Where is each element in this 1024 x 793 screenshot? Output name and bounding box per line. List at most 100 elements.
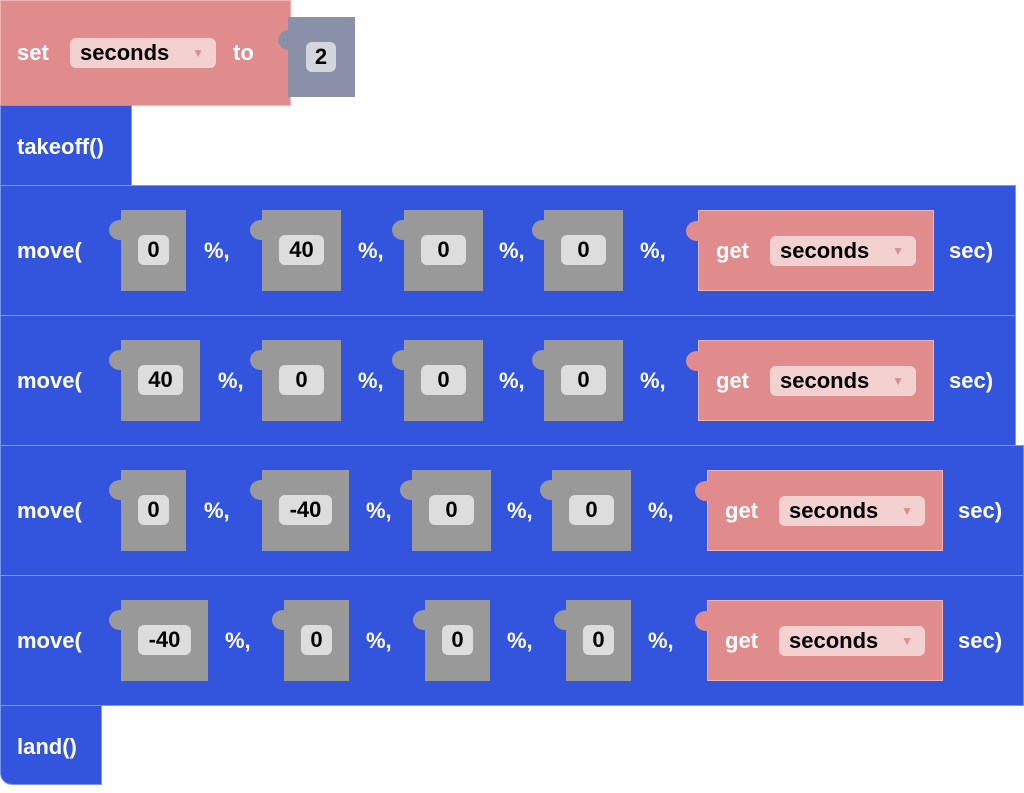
get-variable-block[interactable]: get seconds ▼ xyxy=(695,470,943,551)
percent-label: %, xyxy=(204,238,230,263)
variable-name: seconds xyxy=(780,368,870,393)
number-field[interactable]: 0 xyxy=(569,495,614,525)
number-arg-block[interactable]: 0 xyxy=(109,210,186,291)
dropdown-arrow-icon: ▼ xyxy=(192,46,204,60)
connector-tab xyxy=(532,350,554,370)
value-connector-tab xyxy=(278,30,300,50)
percent-label: %, xyxy=(648,628,674,653)
variable-name: seconds xyxy=(780,238,870,263)
get-label: get xyxy=(716,368,749,393)
number-arg-block[interactable]: 40 xyxy=(109,340,200,421)
percent-label: %, xyxy=(358,368,384,393)
connector-tab xyxy=(686,221,708,241)
percent-label: %, xyxy=(499,238,525,263)
percent-label: %, xyxy=(507,498,533,523)
number-arg-block[interactable]: -40 xyxy=(250,470,349,551)
variable-name: seconds xyxy=(789,628,879,653)
number-arg-block[interactable]: 0 xyxy=(554,600,631,681)
percent-label: %, xyxy=(507,628,533,653)
number-arg-block[interactable]: 0 xyxy=(532,340,623,421)
number-field[interactable]: -40 xyxy=(279,495,332,525)
move-label: move( xyxy=(17,628,82,653)
number-arg-block[interactable]: 0 xyxy=(109,470,186,551)
land-block[interactable]: land() xyxy=(0,705,102,785)
variable-dropdown[interactable]: seconds ▼ xyxy=(70,38,216,68)
percent-label: %, xyxy=(640,238,666,263)
connector-tab xyxy=(695,611,717,631)
connector-tab xyxy=(250,220,272,240)
variable-dropdown[interactable]: seconds ▼ xyxy=(770,236,916,266)
get-variable-block[interactable]: get seconds ▼ xyxy=(686,340,934,421)
connector-tab xyxy=(109,350,131,370)
number-arg-block[interactable]: 0 xyxy=(413,600,490,681)
variable-dropdown[interactable]: seconds ▼ xyxy=(770,366,916,396)
connector-tab xyxy=(400,480,422,500)
variable-dropdown[interactable]: seconds ▼ xyxy=(779,496,925,526)
dropdown-arrow-icon: ▼ xyxy=(901,504,913,518)
number-field[interactable]: 2 xyxy=(306,42,336,72)
number-arg-block[interactable]: 0 xyxy=(392,210,483,291)
move-label: move( xyxy=(17,368,82,393)
number-field[interactable]: 40 xyxy=(138,365,183,395)
connector-tab xyxy=(392,220,414,240)
dropdown-arrow-icon: ▼ xyxy=(892,244,904,258)
takeoff-block[interactable]: takeoff() xyxy=(0,105,132,186)
seconds-unit-label: sec) xyxy=(958,628,1003,653)
connector-tab xyxy=(250,480,272,500)
number-field[interactable]: 0 xyxy=(561,365,606,395)
percent-label: %, xyxy=(640,368,666,393)
move-label: move( xyxy=(17,498,82,523)
set-variable-block[interactable]: set seconds ▼ to xyxy=(0,0,291,106)
number-field[interactable]: 0 xyxy=(138,235,169,265)
connector-tab xyxy=(250,350,272,370)
number-field[interactable]: 0 xyxy=(421,365,466,395)
variable-name: seconds xyxy=(789,498,879,523)
number-arg-block[interactable]: 0 xyxy=(272,600,349,681)
percent-label: %, xyxy=(648,498,674,523)
percent-label: %, xyxy=(366,498,392,523)
number-field[interactable]: 0 xyxy=(561,235,606,265)
seconds-unit-label: sec) xyxy=(949,238,994,263)
number-arg-block[interactable]: 0 xyxy=(532,210,623,291)
to-label: to xyxy=(233,40,254,65)
connector-tab xyxy=(413,610,435,630)
number-arg-block[interactable]: -40 xyxy=(109,600,208,681)
get-label: get xyxy=(725,498,758,523)
number-field[interactable]: -40 xyxy=(138,625,191,655)
dropdown-arrow-icon: ▼ xyxy=(892,374,904,388)
connector-tab xyxy=(109,220,131,240)
variable-dropdown[interactable]: seconds ▼ xyxy=(779,626,925,656)
number-field[interactable]: 0 xyxy=(138,495,169,525)
connector-tab xyxy=(392,350,414,370)
land-label: land() xyxy=(17,734,77,759)
number-arg-block[interactable]: 0 xyxy=(250,340,341,421)
number-arg-block[interactable]: 0 xyxy=(392,340,483,421)
number-field[interactable]: 0 xyxy=(279,365,324,395)
percent-label: %, xyxy=(358,238,384,263)
number-field[interactable]: 0 xyxy=(429,495,474,525)
connector-tab xyxy=(532,220,554,240)
connector-tab xyxy=(109,480,131,500)
number-arg-block[interactable]: 40 xyxy=(250,210,341,291)
number-field[interactable]: 40 xyxy=(279,235,324,265)
percent-label: %, xyxy=(225,628,251,653)
number-field[interactable]: 0 xyxy=(421,235,466,265)
variable-name: seconds xyxy=(80,40,170,65)
number-field[interactable]: 0 xyxy=(583,625,614,655)
number-field[interactable]: 0 xyxy=(442,625,473,655)
number-field[interactable]: 0 xyxy=(301,625,332,655)
dropdown-arrow-icon: ▼ xyxy=(901,634,913,648)
connector-tab xyxy=(554,610,576,630)
number-arg-block[interactable]: 0 xyxy=(540,470,631,551)
number-arg-block[interactable]: 0 xyxy=(400,470,491,551)
number-value-block[interactable]: 2 xyxy=(288,17,355,97)
percent-label: %, xyxy=(204,498,230,523)
move-label: move( xyxy=(17,238,82,263)
connector-tab xyxy=(695,481,717,501)
